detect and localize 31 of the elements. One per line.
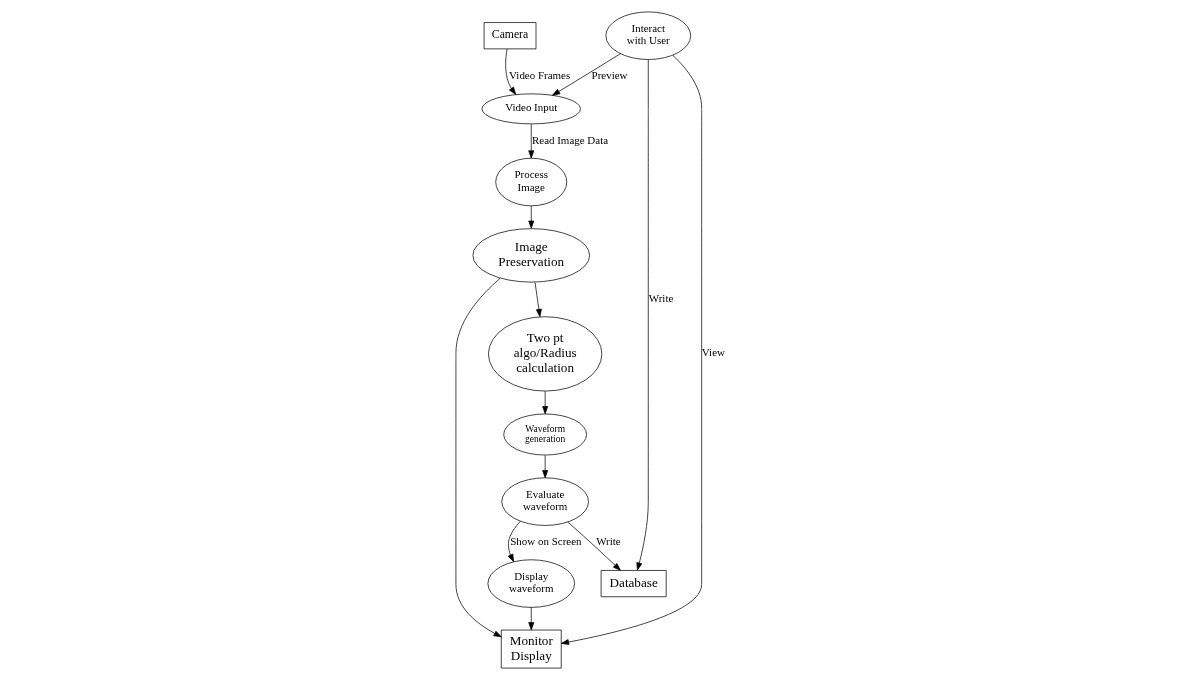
node-box: Camera (483, 22, 536, 50)
arrow (635, 59, 649, 571)
arrow (527, 205, 534, 229)
arrow (560, 54, 702, 645)
node-ellipse: Video Input (481, 93, 581, 125)
arrow (504, 48, 516, 95)
node-ellipse: Waveform generation (502, 413, 587, 456)
edge-label: View (701, 346, 725, 359)
node-ellipse: Interact with User (605, 11, 691, 60)
node-ellipse: Process Image (494, 157, 567, 207)
arrow (551, 53, 621, 96)
node-ellipse: Image Preservation (472, 228, 590, 283)
arrow (541, 454, 548, 479)
node-box: Database (600, 570, 667, 598)
node-ellipse: Evaluate waveform (500, 477, 589, 526)
arrow (527, 607, 534, 631)
arrow (507, 520, 521, 563)
edge-label: Write (648, 292, 673, 305)
arrow (455, 277, 502, 638)
edge-label: Read Image Data (531, 133, 608, 146)
edge-label: Show on Screen (509, 535, 582, 548)
node-box: Monitor Display (500, 629, 562, 669)
node-ellipse: Display waveform (487, 559, 575, 608)
arrow (534, 282, 542, 318)
edge-label: Video Frames (508, 69, 570, 82)
edge-label: Preview (591, 69, 627, 82)
arrow (566, 521, 621, 571)
arrow (541, 390, 548, 415)
edge-label: Write (595, 535, 621, 548)
node-ellipse: Two pt algo/Radius calculation (487, 316, 602, 392)
arrow (527, 123, 534, 159)
